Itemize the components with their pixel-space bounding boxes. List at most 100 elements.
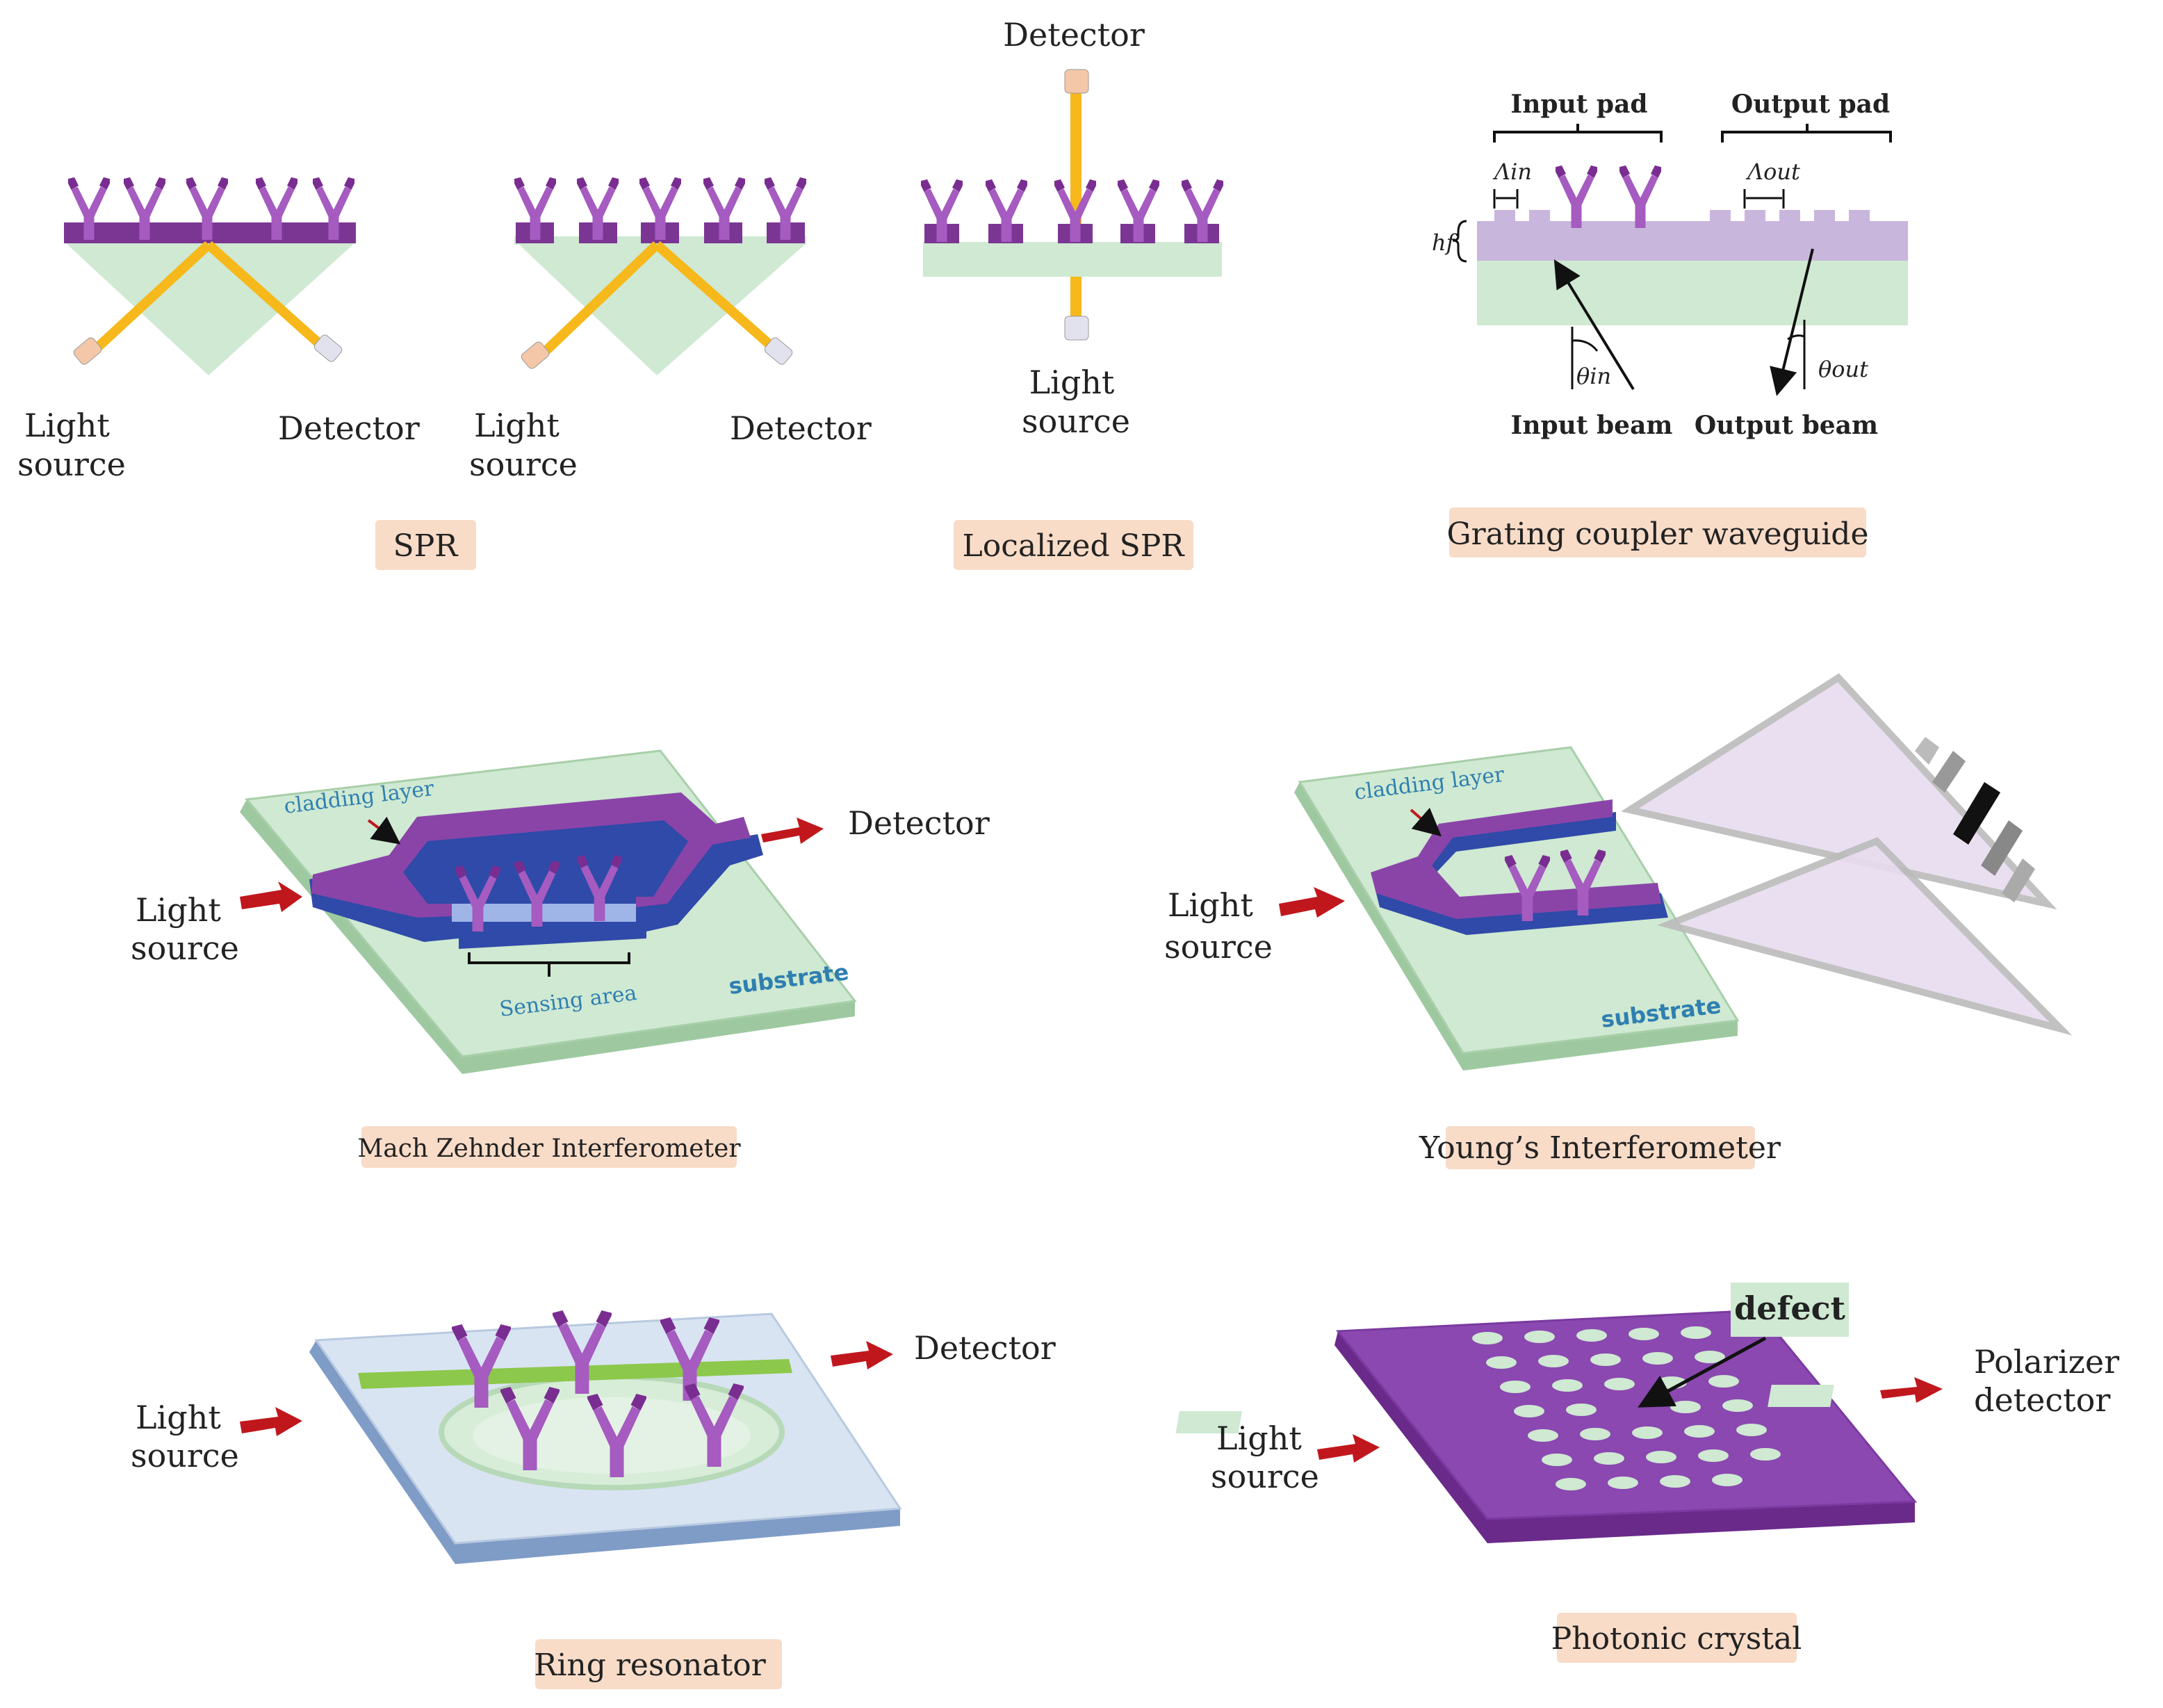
input-beam-label: Input beam [1510,411,1672,440]
mzi-caption-box [361,1126,737,1168]
theta-in-label: θin [1576,363,1611,389]
light-source-label-2: source [469,446,578,483]
light-source-icon [521,341,550,369]
light-source-label-1: Light [24,407,110,444]
output-pad-bracket [1721,124,1892,143]
waveguide-film [1477,210,1908,261]
reflected-beam [205,241,323,348]
mach-zehnder-diagram: cladding layer Sensing area substrate Li… [131,749,990,1074]
incident-beam [94,241,212,352]
output-beam-label: Output beam [1695,411,1878,440]
localized-spr-diagram: Detector Light source [921,16,1223,440]
incident-beam [542,241,660,355]
chip-top [1336,1309,1918,1520]
detector-icon [764,337,793,365]
detector-icon [1064,69,1089,94]
light-source-icon [73,337,102,365]
antibodies [514,177,806,240]
input-pad-bracket [1493,124,1663,143]
prism [66,243,354,375]
hf-label: hf [1432,229,1458,256]
detector-label: Detector [848,804,990,842]
output-arrow [831,1341,893,1369]
substrate [923,242,1222,277]
beam-cone-lower [1657,837,2073,1036]
substrate [1477,257,1908,325]
theta-in-arc [1572,339,1599,352]
chip-side [1294,782,1738,1071]
detector-label: Detector [730,409,872,447]
sensing-brace [468,952,630,977]
input-pad [1175,1411,1243,1433]
prism [518,243,806,375]
light-source-label-2: source [131,929,239,967]
photonic-crystal-diagram: defect Light source Polarizer detector [1175,1283,2119,1543]
light-source-label-1: Light [474,407,560,444]
light-source-label-2: source [17,446,126,483]
youngs-diagram: cladding layer substrate Light source [1164,673,2073,1071]
polarizer-label-1: Polarizer [1974,1343,2119,1381]
output-pad [1768,1385,1834,1407]
spr-diagram-2: Light source Detector [469,177,872,483]
light-source-label-1: Light [136,891,221,929]
output-pad-label: Output pad [1731,90,1890,119]
input-arrow [1279,887,1345,918]
lambda-in-label: Λin [1492,158,1532,185]
reflected-beam [653,241,775,350]
input-beam-arrow [1553,259,1635,391]
polarizer-label-2: detector [1974,1381,2110,1419]
grating-caption-box [1449,507,1866,558]
cladding-pointer [1410,807,1442,837]
detector-icon [313,334,343,362]
hf-brace [1452,220,1467,263]
defect-label-box [1731,1283,1849,1337]
ring-caption-box [535,1639,782,1689]
grating-coupler-diagram: Input pad Output pad Λin Λout hf θin θou… [1432,90,1908,440]
chip-side [1334,1331,1915,1543]
light-source-label-1: Light [136,1399,221,1436]
spr-diagram-1: Light source Detector [17,177,420,483]
waveguide-ring [311,792,751,918]
light-source-label-2: source [1211,1458,1319,1495]
detector-label: Detector [278,409,420,447]
lspr-light-label-1: Light [1029,364,1115,401]
light-source-icon [1064,316,1089,341]
detector-label: Detector [914,1329,1056,1367]
light-source-label-1: Light [1168,886,1253,924]
photonic-caption-box [1557,1613,1797,1663]
lspr-caption-box [954,520,1193,570]
antibodies [1556,165,1661,228]
mzi-caption: Mach Zehnder Interferometer [357,1134,741,1163]
input-arrow [240,1407,302,1436]
output-arrow [1880,1377,1943,1403]
input-arrow [1317,1434,1380,1463]
cladding-pointer [367,816,401,845]
defect-pointer [1638,1336,1767,1408]
lspr-caption: Localized SPR [963,528,1186,564]
input-arrow [240,881,302,912]
young-caption-box [1446,1126,1755,1169]
lspr-light-label-2: source [1022,402,1130,440]
spr-caption-box [375,520,476,570]
lambda-in-dim [1493,189,1519,209]
ring-caption: Ring resonator [534,1648,767,1683]
photonic-caption: Photonic crystal [1551,1621,1802,1657]
input-pad-label: Input pad [1510,90,1647,119]
lspr-detector-label: Detector [1003,16,1145,54]
lambda-out-label: Λout [1745,158,1800,185]
ring-resonator-diagram: Light source Detector [131,1310,1056,1564]
light-source-label-1: Light [1216,1420,1302,1457]
output-beam-arrow [1770,248,1814,396]
light-source-label-2: source [1164,928,1273,966]
grating-caption: Grating coupler waveguide [1447,517,1869,552]
spr-caption: SPR [393,528,459,564]
lambda-out-dim [1743,189,1785,209]
light-source-label-2: source [131,1437,239,1474]
theta-out-arc [1787,334,1805,341]
output-arrow [761,818,824,844]
interference-fringes [1915,737,2035,902]
theta-out-label: θout [1818,356,1868,382]
young-caption: Young’s Interferometer [1419,1130,1781,1166]
defect-label: defect [1734,1290,1845,1327]
